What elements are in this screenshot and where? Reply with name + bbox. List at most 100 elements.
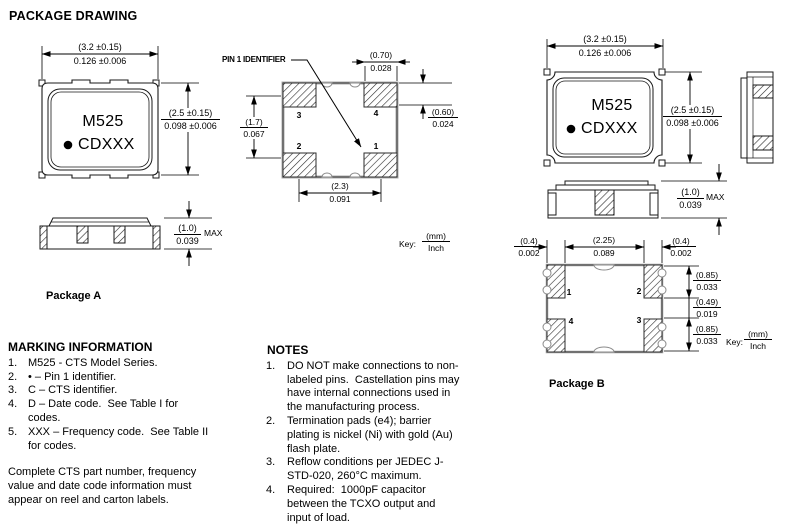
package-a-width-dimension [41,46,159,79]
pin1-leader-arrow [291,59,362,148]
dim-b-width: (3.2 ±0.15) 0.126 ±0.006 [578,34,632,58]
package-a-bottom-view [281,81,399,179]
pin-label-2: 2 [296,141,302,151]
package-a-lid-outer [47,88,153,171]
pin-label-4: 4 [373,108,379,118]
package-a-outline [41,79,159,179]
package-a-side-view [39,217,161,250]
dim-b-edge-left: (0.4) 0.002 [514,236,544,258]
package-b-label: Package B [549,378,605,390]
dim-a-height: (2.5 ±0.15) 0.098 ±0.006 [161,108,220,132]
dim-b-pad-gap: (0.49) 0.019 [693,297,721,319]
dim-b-max-label: MAX [706,192,725,202]
list-item: 3. C – CTS identifier. [8,384,118,397]
package-a-max-height-dimension [164,201,212,266]
pad-1-hatch [363,152,398,178]
bottom-view-body [545,263,664,354]
package-b-pin1-dot [566,124,576,134]
pad-2-hatch [643,264,663,299]
package-a-label: Package A [46,290,102,302]
marking-heading: MARKING INFORMATION [8,340,153,354]
key-label-b: Key: [726,337,744,347]
package-b-end-view [740,71,774,164]
side-tab-right [649,192,659,216]
pad-1-hatch [546,264,566,299]
package-a-side-body [39,225,161,250]
dim-pad-width: (0.70) 0.028 [369,50,393,73]
dim-b-height: (2.5 ±0.15) 0.098 ±0.006 [663,105,722,129]
pin-label-1: 1 [373,141,379,151]
dim-pad-span: (2.3) 0.091 [329,181,351,204]
package-b-top-view [543,68,666,167]
pad-2-hatch [282,152,317,178]
package-a-top-view [38,79,160,179]
pad-span-dimension [298,179,382,202]
package-b-model-text: M525 [591,97,633,114]
pin-label-3: 3 [636,315,642,325]
pad-width-dimension [352,59,410,81]
list-item: 1. DO NOT make connections to non- label… [266,359,460,414]
package-a-pin1-dot [63,140,73,150]
package-b-max-height-dimension [661,164,727,235]
list-item: 3. Reflow conditions per JEDEC J- STD-02… [266,456,444,483]
pad-4-hatch [546,318,566,353]
list-item: 5. XXX – Frequency code. See Table II fo… [8,425,209,452]
dim-a-width: (3.2 ±0.15) 0.126 ±0.006 [73,42,127,66]
castellation-pad-hatch [594,189,615,216]
package-b-outline [546,71,663,164]
pad-3-hatch [643,318,663,353]
bottom-b-horizontal-dimensions [533,240,676,263]
page-title: PACKAGE DRAWING [9,9,138,23]
package-b-side-view [547,180,659,219]
side-lid-top [564,180,649,186]
key-label-a: Key: [399,239,417,249]
pad-height-dimension [399,69,452,119]
castellation-pad-hatch [113,225,126,244]
package-b-width-dimension [546,39,664,68]
castellation-pad-hatch [152,225,161,250]
marking-information-section: MARKING INFORMATION 1. M525 - CTS Model … [8,340,258,508]
bottom-b-vertical-dimensions [664,265,699,352]
pin-label-2: 2 [636,286,642,296]
castellation-pad-hatch [39,225,48,250]
dim-b-pad-top: (0.85) 0.033 [693,270,721,292]
list-item: 1. M525 - CTS Model Series. [8,356,158,369]
side-tab-left [547,192,557,216]
package-b-bottom-view [542,263,667,354]
package-a-lid-inner [50,91,150,168]
castellation-pad-hatch [752,135,774,151]
notes-section: NOTES 1. DO NOT make connections to non-… [262,343,512,525]
list-item: 4. D – Date code. See Table I for codes. [8,398,179,424]
edge-notches [593,264,615,353]
pad-castellation-bites [542,268,667,349]
package-b-lid-outer [552,77,654,158]
pin-label-1: 1 [566,287,572,297]
dim-b-span: (2.25) 0.089 [592,235,616,258]
package-b-lid-inner [555,80,651,155]
side-lid [555,184,656,191]
marking-footer-note: Complete CTS part number, frequency valu… [8,466,197,506]
list-item: 4. Required: 1000pF capacitor between th… [266,483,436,524]
end-view-lid [740,77,748,159]
pin-label-4: 4 [568,316,574,326]
pad-4-hatch [363,82,398,108]
castellation-pad-hatch [752,84,774,99]
list-item: 2. Termination pads (e4); barrier platin… [266,414,453,455]
dim-b-pad-bottom: (0.85) 0.033 [693,324,721,346]
key-units-a: (mm) Inch [422,231,450,253]
dim-pad-pitch: (1.7) 0.067 [240,117,268,139]
package-a-code-text: CDXXX [78,136,135,153]
dim-pad-height: (0.60) 0.024 [428,107,458,129]
pin1-identifier-callout: PIN 1 IDENTIFIER [222,55,286,64]
package-a-model-text: M525 [82,113,124,130]
list-item: 2. • – Pin 1 identifier. [8,370,117,383]
notes-heading: NOTES [267,343,309,357]
dim-a-max-label: MAX [204,228,223,238]
castellation-pad-hatch [76,225,89,244]
dim-b-max-height: (1.0) 0.039 [677,187,704,211]
pin-label-3: 3 [296,110,302,120]
package-b-code-text: CDXXX [581,120,638,137]
dim-b-edge-right: (0.4) 0.002 [666,236,696,258]
